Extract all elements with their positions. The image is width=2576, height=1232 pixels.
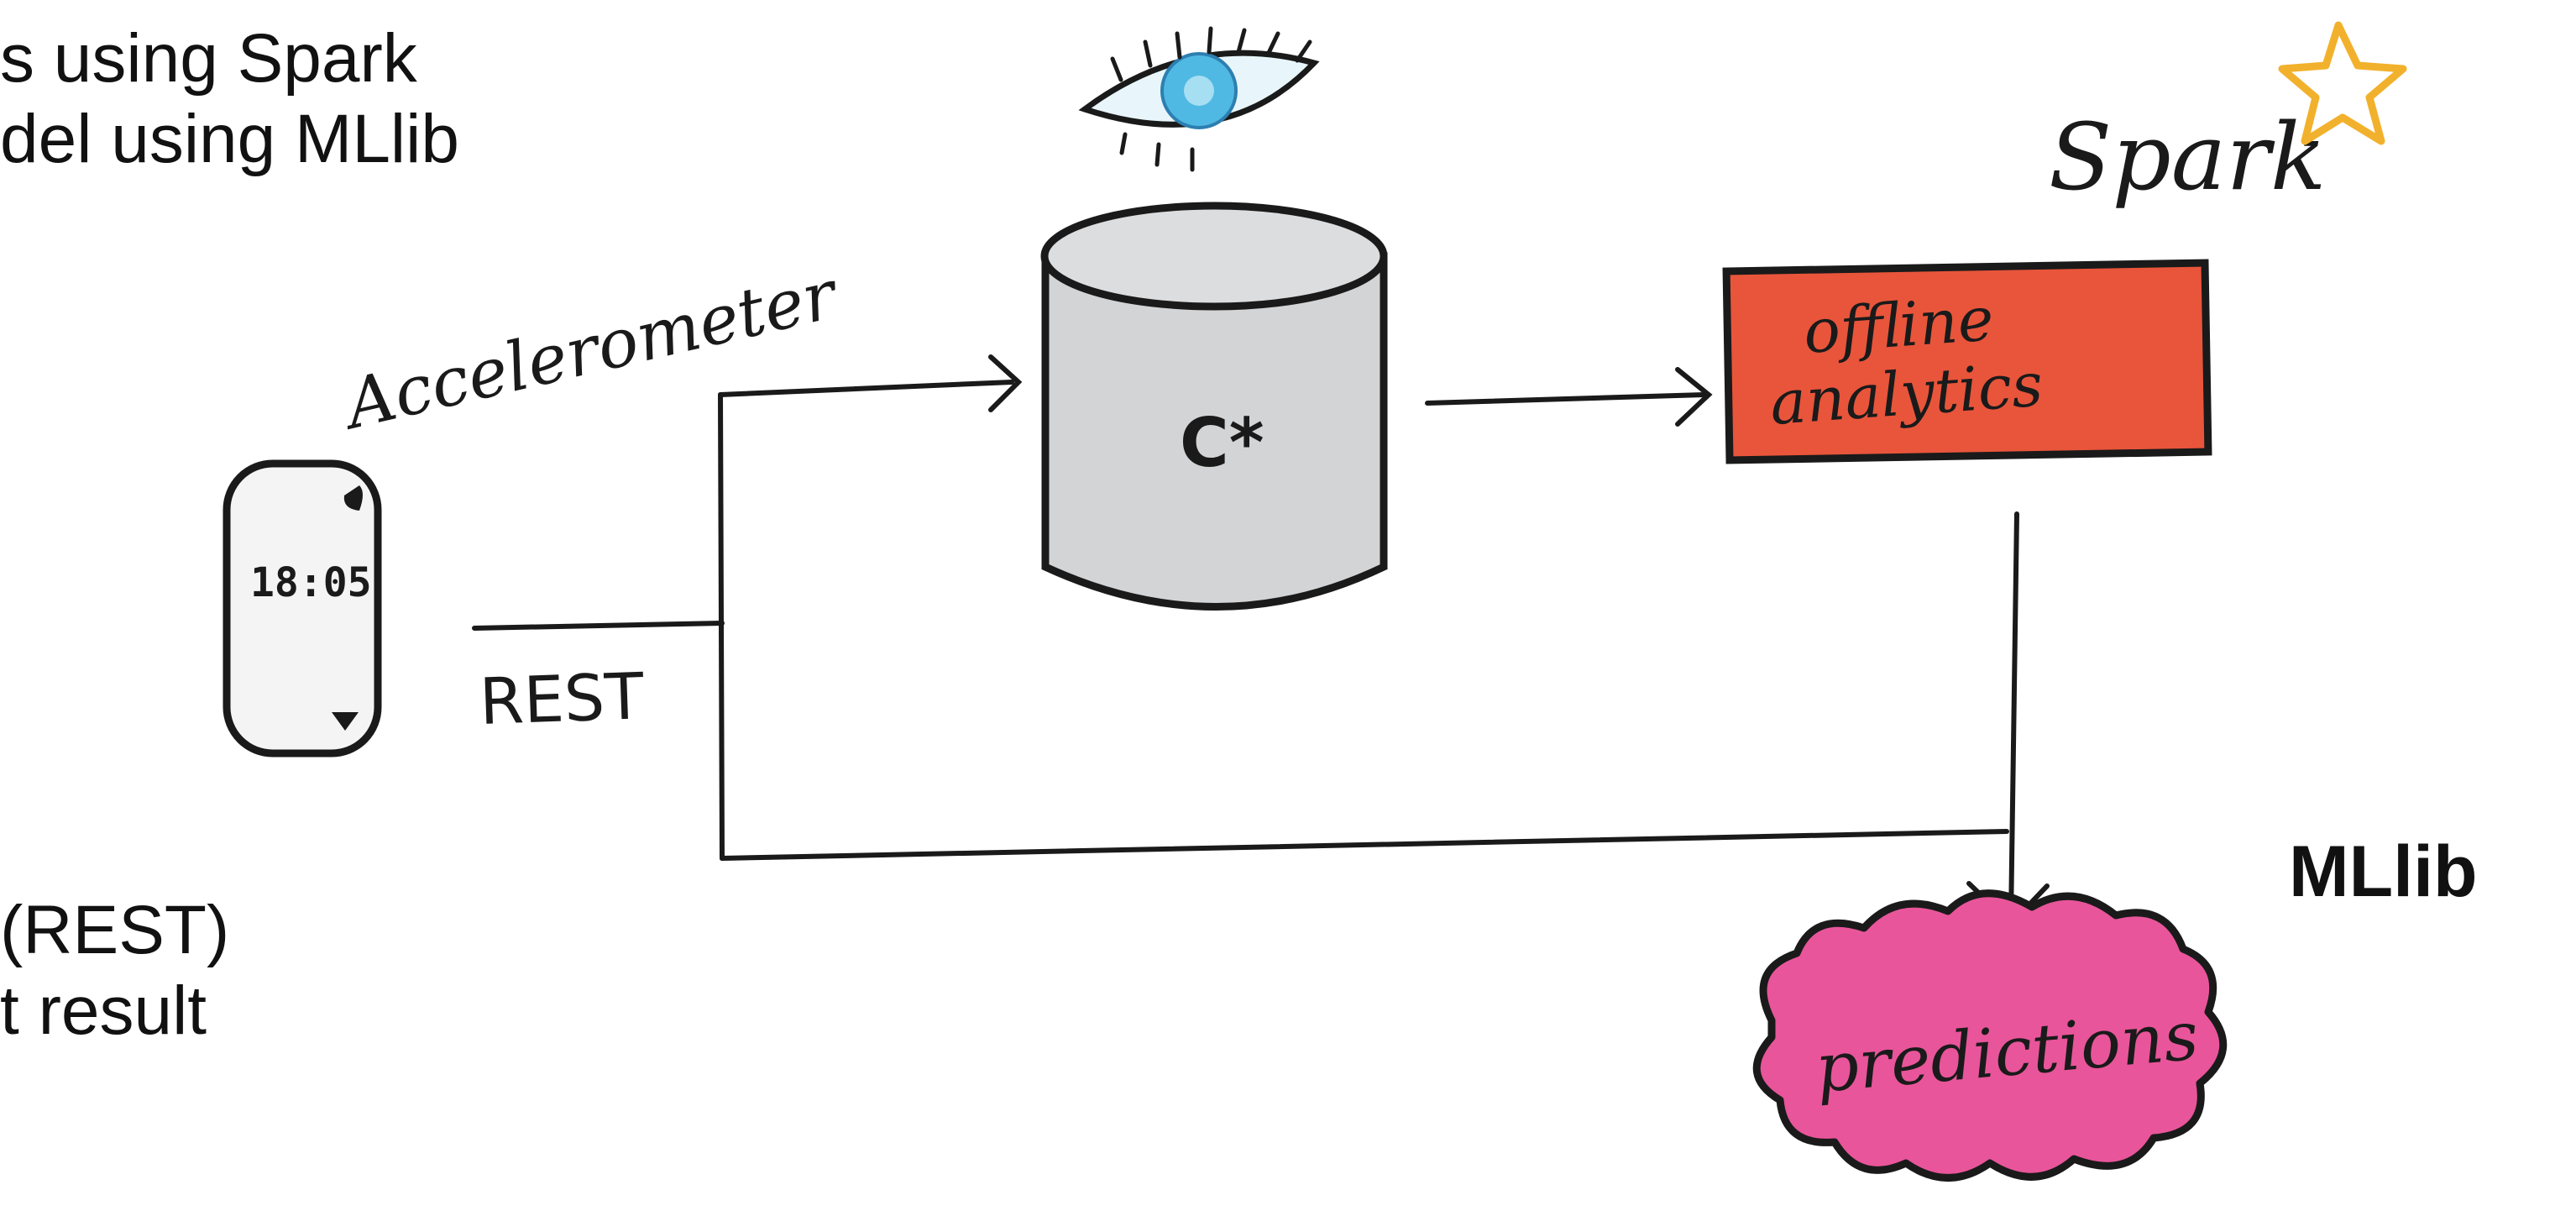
database-label: C* — [1180, 404, 1264, 482]
mllib-label: MLlib — [2289, 831, 2478, 912]
rest-label: REST — [479, 658, 646, 739]
offline-label-line1: offline — [1801, 283, 1996, 367]
device-time: 18:05 — [250, 559, 372, 606]
slide-text-bottom: (REST) t result — [0, 890, 229, 1051]
accelerometer-device-icon: 18:05 — [223, 459, 382, 758]
rest-connector — [472, 354, 2009, 861]
spark-logo-icon: Spark — [2049, 21, 2407, 211]
accelerometer-label: Accelerometer — [333, 254, 847, 445]
eye-logo-icon — [1078, 26, 1320, 172]
slide-line-spark: s using Spark — [0, 20, 417, 97]
predictions-cloud-icon: predictions — [1752, 889, 2228, 1182]
offline-analytics-box: offline analytics — [1722, 259, 2212, 464]
arrow-to-analytics — [1425, 367, 1713, 427]
spark-logo-text: Spark — [2049, 103, 2327, 211]
slide-line-result: t result — [0, 972, 207, 1049]
slide-line-mllib: del using MLlib — [0, 101, 459, 177]
database-cylinder-icon: C* — [1040, 202, 1388, 611]
arrow-to-predictions — [1966, 511, 2050, 928]
slide-text-top: s using Spark del using MLlib — [0, 18, 459, 180]
slide-line-rest: (REST) — [0, 892, 230, 968]
